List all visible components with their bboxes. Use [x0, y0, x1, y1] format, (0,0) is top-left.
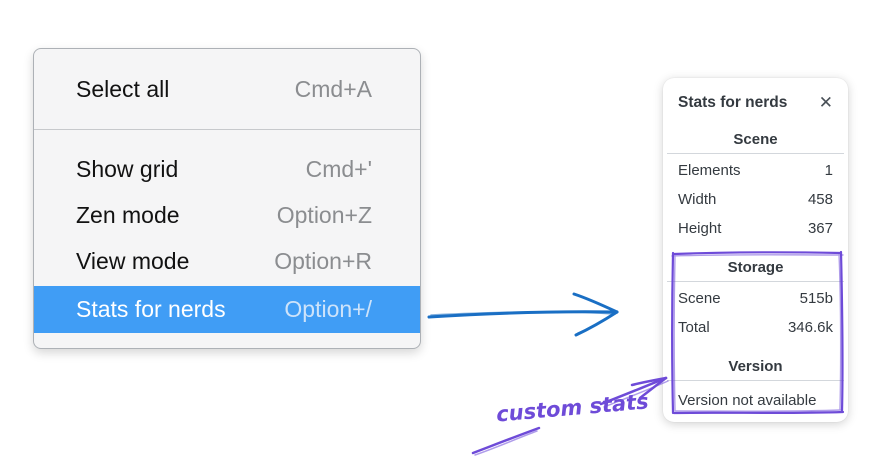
menu-item-shortcut: Option+/ [284, 296, 372, 322]
close-button[interactable]: ✕ [818, 92, 833, 113]
storage-rows: Scene 515b Total 346.6k [678, 284, 833, 342]
menu-item-shortcut: Option+R [274, 247, 372, 274]
menu-item-label: Stats for nerds [76, 296, 226, 322]
section-divider [667, 153, 844, 154]
custom-stats-label: custom stats [495, 389, 650, 427]
stat-row-height: Height 367 [678, 214, 833, 243]
menu-item-select-all[interactable]: Select all Cmd+A [34, 55, 420, 123]
version-note: Version not available [678, 391, 817, 409]
section-heading-storage: Storage [727, 259, 784, 276]
menu-item-label: View mode [76, 247, 190, 274]
menu-to-panel-arrow [427, 292, 619, 337]
panel-header: Stats for nerds ✕ [678, 91, 833, 115]
stat-row-elements: Elements 1 [678, 156, 833, 185]
stat-label: Width [678, 191, 717, 208]
menu-item-label: Zen mode [76, 201, 180, 228]
stat-label: Total [678, 319, 710, 336]
section-heading-version: Version [728, 358, 783, 375]
stat-value: 1 [824, 162, 833, 179]
stat-value: 346.6k [787, 319, 833, 336]
section-divider [667, 380, 844, 381]
panel-title: Stats for nerds [678, 94, 788, 111]
scene-rows: Elements 1 Width 458 Height 367 [678, 156, 833, 243]
stat-value: 458 [807, 191, 833, 208]
stat-row-width: Width 458 [678, 185, 833, 214]
stat-label: Elements [678, 162, 741, 179]
menu-item-show-grid[interactable]: Show grid Cmd+' [34, 146, 420, 192]
section-divider [667, 281, 844, 282]
menu-item-stats-for-nerds[interactable]: Stats for nerds Option+/ [34, 286, 420, 333]
close-icon: ✕ [818, 92, 833, 113]
menu-item-label: Select all [76, 75, 170, 102]
menu-item-shortcut: Cmd+' [305, 155, 372, 182]
menu-divider [34, 129, 420, 130]
stat-value: 367 [807, 220, 833, 237]
stat-label: Scene [678, 290, 721, 307]
menu-item-zen-mode[interactable]: Zen mode Option+Z [34, 192, 420, 238]
menu-item-view-mode[interactable]: View mode Option+R [34, 238, 420, 284]
custom-stats-arrow [471, 376, 669, 456]
section-heading-scene: Scene [733, 131, 778, 148]
menu-item-label: Show grid [76, 155, 179, 182]
menu-item-shortcut: Option+Z [276, 201, 372, 228]
stat-row-scene-size: Scene 515b [678, 284, 833, 313]
context-menu: Select all Cmd+A Show grid Cmd+' Zen mod… [33, 48, 421, 349]
stats-for-nerds-panel: Stats for nerds ✕ Scene Elements 1 Width… [663, 78, 848, 422]
stat-value: 515b [799, 290, 833, 307]
stat-label: Height [678, 220, 722, 237]
menu-item-shortcut: Cmd+A [294, 75, 372, 102]
stat-row-total-size: Total 346.6k [678, 313, 833, 342]
